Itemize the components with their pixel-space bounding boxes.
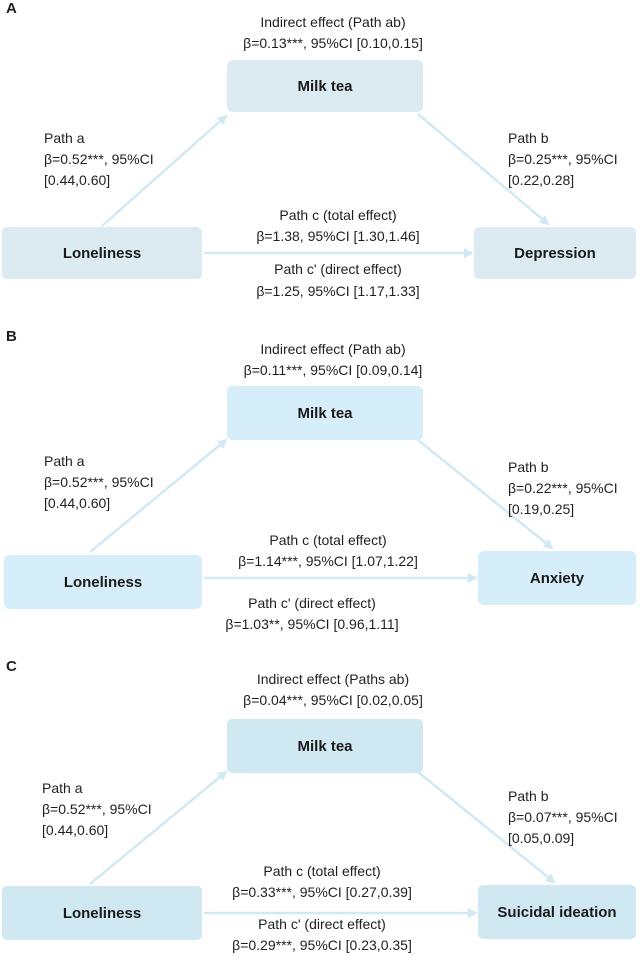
path-c-title: Path c (total effect) [279,207,397,223]
path-c-value: β=1.14***, 95%CI [1.07,1.22] [238,553,418,569]
mediator-box: Milk tea [227,386,423,440]
path-b-value: β=0.25***, 95%CI [508,151,618,167]
path-b-value: β=0.07***, 95%CI [508,809,618,825]
path-c-value: β=0.33***, 95%CI [0.27,0.39] [232,884,412,900]
predictor-box: Loneliness [2,886,202,940]
path-b-ci: [0.22,0.28] [508,172,575,188]
path-c-prime-title: Path c' (direct effect) [258,916,386,932]
indirect-effect-value: β=0.11***, 95%CI [0.09,0.14] [243,362,423,378]
panel-label: B [6,328,17,345]
outcome-box: Depression [474,227,636,279]
indirect-effect-title: Indirect effect (Path ab) [260,14,406,30]
path-c-prime-value: β=0.29***, 95%CI [0.23,0.35] [232,937,412,953]
panel-a: A Indirect effect (Path ab) β=0.13***, 9… [0,0,640,320]
path-a-value: β=0.52***, 95%CI [42,801,152,817]
predictor-box: Loneliness [4,555,202,609]
path-a-value: β=0.52***, 95%CI [44,151,154,167]
panel-b-arrows [89,438,554,583]
path-c-title: Path c (total effect) [269,532,387,548]
path-b-arrow [417,439,554,550]
path-b-label: Path b [508,130,549,146]
path-a-ci: [0.44,0.60] [44,495,111,511]
path-c-value: β=1.38, 95%CI [1.30,1.46] [256,228,420,244]
path-b-arrow [417,771,556,884]
panel-label: A [6,0,17,17]
indirect-effect-value: β=0.04***, 95%CI [0.02,0.05] [243,692,423,708]
indirect-effect-title: Indirect effect (Paths ab) [256,671,410,687]
path-c-prime-title: Path c' (direct effect) [274,261,402,277]
panel-b: B Indirect effect (Path ab) β=0.11***, 9… [0,328,640,648]
indirect-effect-title: Indirect effect (Path ab) [260,341,406,357]
path-b-label: Path b [508,788,549,804]
path-b-value: β=0.22***, 95%CI [508,480,618,496]
outcome-box: Suicidal ideation [478,885,636,939]
path-a-arrow [101,114,228,227]
path-c-prime-value: β=1.25, 95%CI [1.17,1.33] [256,283,420,299]
path-c-prime-title: Path c' (direct effect) [248,595,376,611]
panel-a-arrows [101,113,550,258]
path-b-arrow [417,113,550,226]
panel-c-arrows [89,770,556,918]
outcome-box: Anxiety [478,551,636,605]
predictor-box: Loneliness [2,227,202,279]
path-a-ci: [0.44,0.60] [42,822,109,838]
path-a-arrow [89,438,228,553]
path-a-label: Path a [44,130,85,146]
path-b-label: Path b [508,459,549,475]
panel-c: C Indirect effect (Paths ab) β=0.04***, … [0,658,640,978]
mediator-box: Milk tea [227,719,423,773]
path-a-label: Path a [42,780,83,796]
mediator-box: Milk tea [227,60,423,112]
indirect-effect-value: β=0.13***, 95%CI [0.10,0.15] [243,35,423,51]
path-a-arrow [89,770,228,885]
panel-label: C [6,658,17,675]
path-c-prime-value: β=1.03**, 95%CI [0.96,1.11] [225,616,399,632]
path-a-value: β=0.52***, 95%CI [44,474,154,490]
path-a-label: Path a [44,453,85,469]
path-b-ci: [0.19,0.25] [508,501,575,517]
path-a-ci: [0.44,0.60] [44,172,111,188]
path-c-title: Path c (total effect) [263,863,381,879]
path-b-ci: [0.05,0.09] [508,830,575,846]
